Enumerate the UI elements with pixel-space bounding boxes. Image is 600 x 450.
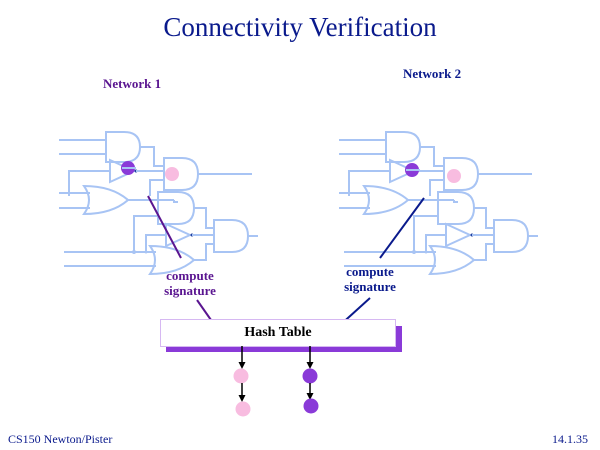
hash-table-label: Hash Table bbox=[244, 325, 312, 340]
cut-line-2 bbox=[379, 197, 425, 259]
hash-table: Hash Table bbox=[160, 319, 396, 347]
node-pink bbox=[165, 167, 179, 181]
label-line: compute bbox=[346, 264, 394, 279]
network-1-label: Network 1 bbox=[103, 76, 162, 91]
network-2-circuit bbox=[338, 131, 539, 275]
label-line: signature bbox=[164, 283, 216, 298]
label-line: compute bbox=[166, 268, 214, 283]
compute-signature-label-2: compute signature bbox=[330, 264, 410, 294]
network-1-circuit bbox=[58, 131, 259, 275]
footer-slide-number: 14.1.35 bbox=[552, 432, 588, 446]
network-2-label: Network 2 bbox=[403, 66, 462, 81]
compute-signature-label-1: compute signature bbox=[150, 268, 230, 298]
footer-course: CS150 Newton/Pister bbox=[8, 432, 113, 446]
slide-title: Connectivity Verification bbox=[163, 12, 437, 42]
label-line: signature bbox=[344, 279, 396, 294]
cut-line-1 bbox=[147, 195, 182, 259]
node-pink bbox=[447, 169, 461, 183]
